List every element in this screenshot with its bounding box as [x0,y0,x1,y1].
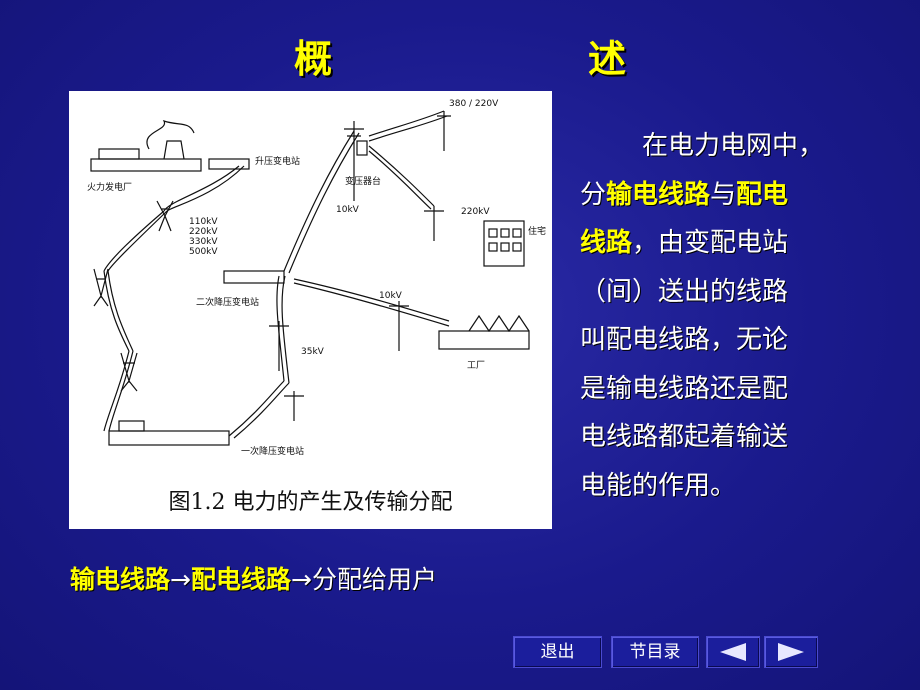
label-power-plant: 火力发电厂 [87,183,133,193]
label-secondary-substation: 二次降压变电站 [196,298,260,308]
step-up-substation [208,158,250,170]
cooling-tower [163,140,185,160]
flow-arrow-1: → [170,565,191,594]
plant-annex [98,148,140,160]
line-10kv-factory [293,278,450,322]
plant-smoke [146,119,195,150]
para-line-4: （间）送出的线路 [580,276,789,307]
tower-1 [156,200,174,232]
pole-380v [437,111,451,151]
flow-users: 分配给用户 [311,565,437,594]
flow-transmission: 输电线路 [70,565,171,594]
label-10kv-upper: 10kV [336,205,359,215]
para-line-3: 线路，由变配电站 [580,228,789,258]
label-220kv: 220kV [461,207,490,217]
tower-3 [120,352,138,392]
description-paragraph: 在电力电网中， 分输电线路与配电 线路，由变配电站 （间）送出的线路 叫配电线路… [580,122,840,510]
line-35kv [228,380,285,437]
label-step-up-substation: 升压变电站 [255,157,301,167]
label-transformer: 变压器台 [345,177,382,187]
power-distribution-figure: 火力发电厂 升压变电站 110kV 220kV 330kV 500kV 二次降压… [69,91,552,529]
power-grid-illustration [90,110,530,446]
label-voltage-220: 220kV [189,227,218,237]
triangle-right-icon [778,643,804,661]
line-tower2-tower3 [103,270,130,352]
para-line-1: 在电力电网中， [642,131,825,161]
section-toc-button[interactable]: 节目录 [611,636,699,668]
para-line-5: 叫配电线路，无论 [580,325,789,355]
house [483,220,525,267]
flow-arrow-2: → [290,565,312,594]
line-plant-tower1 [163,165,240,212]
figure-caption: 图1.2 电力的产生及传输分配 [168,490,453,515]
flow-summary: 输电线路→配电线路→分配给用户 [70,560,437,596]
previous-button[interactable] [706,636,760,668]
power-plant-building [90,158,202,172]
pole-35kv-lower [284,391,304,421]
label-primary-substation: 一次降压变电站 [241,447,305,457]
line-380v [368,110,445,137]
label-35kv: 35kV [301,347,324,357]
transformer-pole [344,121,364,201]
line-220v [368,145,435,207]
label-380-220v: 380 / 220V [449,99,499,109]
label-voltage-500: 500kV [189,247,218,257]
slide-title: 概 述 [293,37,686,81]
line-10kv-transformer [283,130,355,272]
pole-10kv [389,301,409,351]
para-line-6: 是输电线路还是配 [580,373,789,404]
exit-button[interactable]: 退出 [513,636,602,668]
para-line-8: 电能的作用。 [580,470,737,501]
secondary-substation [223,270,285,284]
label-house: 住宅 [528,227,547,237]
transformer [356,140,368,156]
next-button[interactable] [764,636,818,668]
label-voltage-110: 110kV [189,217,218,227]
para-line-7: 电线路都起着输送 [580,422,789,452]
para-line-2: 分输电线路与配电 [580,179,789,210]
pole-220v [424,206,444,241]
triangle-left-icon [720,643,746,661]
flow-distribution: 配电线路 [190,565,291,594]
line-tower1-tower2 [103,210,165,272]
label-factory: 工厂 [467,361,486,371]
label-voltage-330: 330kV [189,237,218,247]
label-10kv-lower: 10kV [379,291,402,301]
tower-2 [93,268,109,307]
primary-substation [108,430,230,446]
factory [438,330,530,350]
line-35kv-upper [276,275,285,382]
pole-35kv-upper [269,321,289,371]
